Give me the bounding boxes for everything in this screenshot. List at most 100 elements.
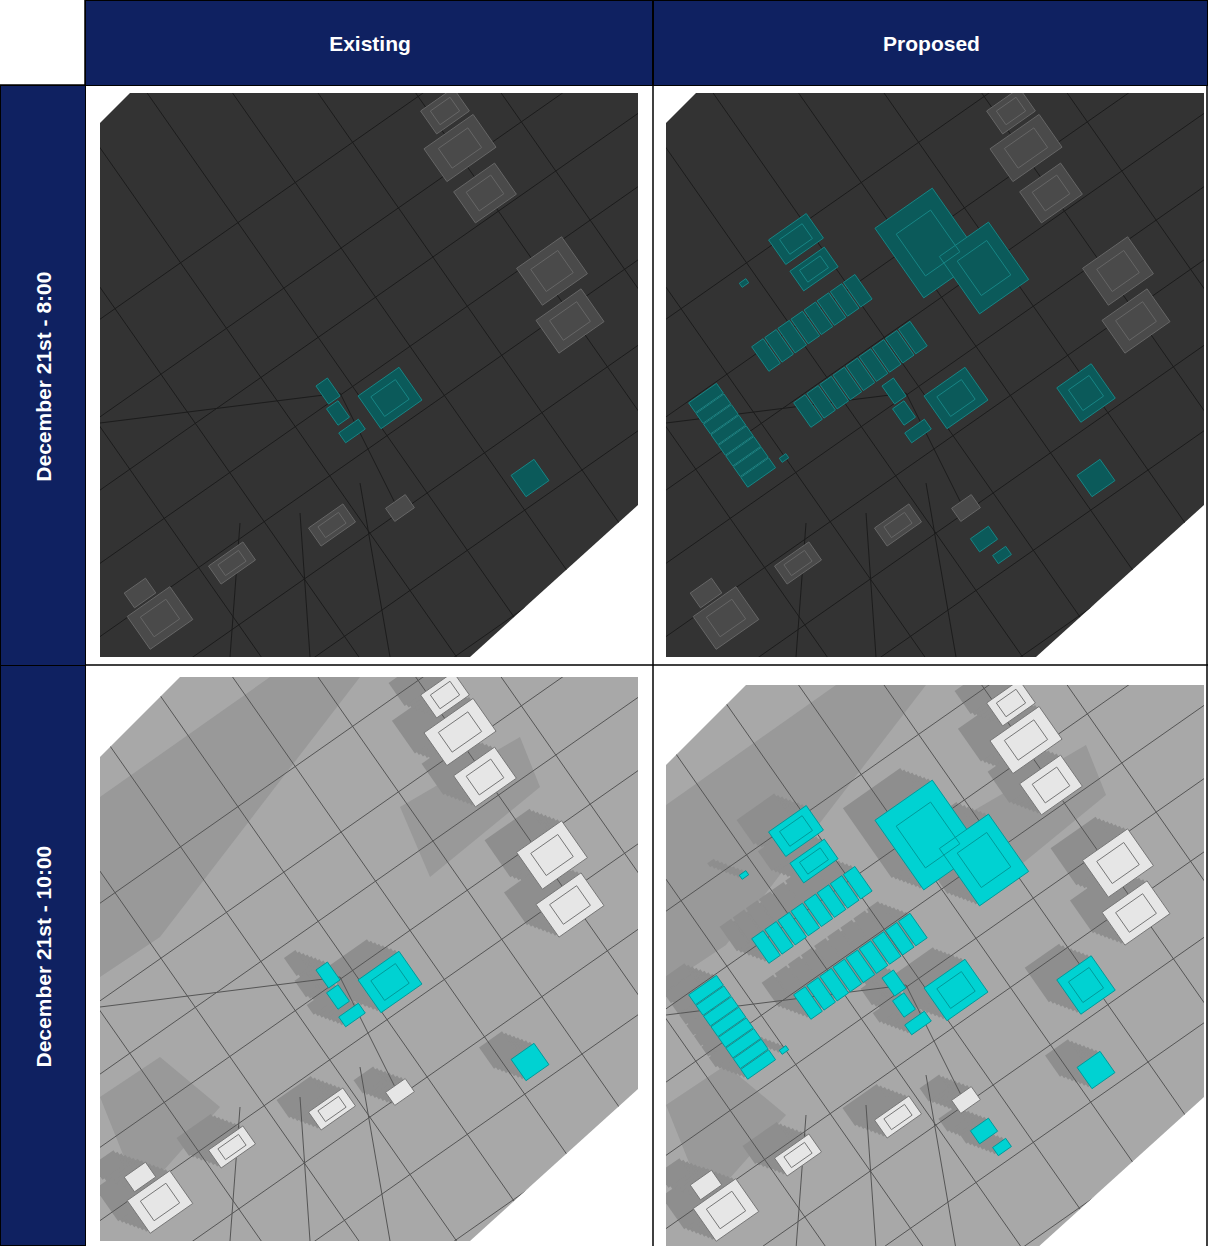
shadow-zone bbox=[100, 677, 360, 977]
site-building bbox=[893, 993, 916, 1017]
existing-building bbox=[987, 680, 1036, 726]
grid-line bbox=[1206, 85, 1208, 1246]
existing-building bbox=[987, 88, 1036, 134]
existing-building-roof bbox=[996, 689, 1025, 717]
existing-building-roof bbox=[1032, 767, 1070, 803]
parcel-line bbox=[558, 787, 1208, 1246]
parcel-line bbox=[375, 525, 1208, 1213]
proposed-building bbox=[993, 546, 1012, 563]
proposed-building bbox=[741, 458, 776, 487]
parcel-line bbox=[100, 977, 400, 1097]
header-text: Existing bbox=[329, 31, 411, 56]
parcel-line bbox=[409, 574, 1208, 1246]
proposed-building bbox=[779, 454, 788, 463]
parcel-line bbox=[796, 523, 806, 657]
proposed-building-roof bbox=[896, 802, 960, 868]
proposed-building-roof bbox=[800, 256, 829, 282]
proposed-building bbox=[939, 814, 1028, 906]
ground bbox=[666, 685, 1204, 1246]
parcel-line bbox=[812, 321, 1208, 1246]
parcel-line bbox=[100, 393, 400, 513]
site-building bbox=[905, 419, 932, 443]
existing-building-roof bbox=[140, 599, 179, 637]
existing-building bbox=[421, 672, 470, 718]
site-building bbox=[358, 367, 422, 428]
parcel-line bbox=[755, 361, 1208, 1246]
proposed-building-roof bbox=[800, 848, 829, 874]
grid-line bbox=[85, 664, 1208, 666]
parcel-line bbox=[926, 483, 956, 657]
existing-building bbox=[208, 542, 255, 584]
parcel-line bbox=[517, 527, 1205, 1246]
existing-building bbox=[774, 542, 821, 584]
site-building-roof bbox=[937, 972, 975, 1009]
existing-building bbox=[454, 747, 517, 807]
parcel-line bbox=[755, 0, 1208, 752]
proposed-building bbox=[1057, 956, 1115, 1014]
proposed-building bbox=[899, 913, 928, 946]
existing-building-roof bbox=[218, 1134, 246, 1159]
existing-building bbox=[952, 1087, 981, 1114]
parcel-line bbox=[230, 1107, 240, 1241]
parcel-line bbox=[0, 519, 639, 1246]
grid-line bbox=[652, 85, 654, 1246]
proposed-building bbox=[970, 526, 997, 552]
parcel-line bbox=[866, 1105, 876, 1246]
parcel-line bbox=[386, 619, 1074, 1246]
existing-building-roof bbox=[140, 1183, 179, 1221]
existing-building bbox=[536, 289, 604, 353]
parcel-line bbox=[8, 479, 696, 1246]
site-building bbox=[511, 1043, 549, 1080]
building-shadow bbox=[284, 950, 308, 976]
parcel-line bbox=[375, 0, 1208, 621]
proposed-building bbox=[1057, 364, 1115, 422]
parcel-line bbox=[666, 985, 966, 1105]
site-building bbox=[316, 378, 340, 404]
existing-building bbox=[124, 578, 156, 608]
proposed-building bbox=[843, 866, 872, 899]
existing-building bbox=[386, 1079, 415, 1106]
site-building bbox=[358, 951, 422, 1012]
proposed-building-roof bbox=[896, 210, 960, 276]
existing-building-roof bbox=[550, 886, 591, 925]
existing-building bbox=[1102, 289, 1170, 353]
parcel-line bbox=[650, 918, 1208, 1246]
site-building bbox=[924, 367, 988, 428]
existing-building-roof bbox=[466, 175, 504, 211]
site-building bbox=[316, 962, 340, 988]
parcel-line bbox=[0, 611, 508, 1246]
existing-building bbox=[874, 504, 921, 546]
header-text: December 21st - 8:00 bbox=[31, 271, 56, 481]
parcel-line bbox=[812, 0, 1208, 712]
proposed-building bbox=[970, 1118, 997, 1144]
parcel-line bbox=[478, 672, 1208, 1246]
building-shadow bbox=[354, 1067, 383, 1094]
existing-building bbox=[208, 1126, 255, 1168]
site-building bbox=[327, 401, 350, 425]
parcel-line bbox=[444, 31, 1208, 719]
parcel-line bbox=[360, 483, 390, 657]
header-cell: Proposed bbox=[653, 0, 1208, 86]
parcel-line bbox=[0, 0, 746, 555]
header-text: December 21st - 10:00 bbox=[31, 846, 56, 1068]
existing-building-roof bbox=[531, 250, 574, 291]
site-map bbox=[329, 321, 1208, 1246]
existing-building-roof bbox=[218, 550, 246, 575]
existing-building-roof bbox=[706, 1191, 745, 1229]
existing-building-roof bbox=[1097, 842, 1140, 883]
parcel-line bbox=[604, 852, 1208, 1246]
existing-building bbox=[952, 495, 981, 522]
existing-building bbox=[454, 163, 517, 223]
parcel-line bbox=[518, 729, 1208, 1246]
proposed-building-roof bbox=[957, 240, 1011, 295]
parcel-line bbox=[409, 0, 1208, 670]
parcel-line bbox=[230, 523, 240, 657]
existing-building-roof bbox=[1097, 250, 1140, 291]
parcel-line bbox=[452, 573, 1140, 1246]
existing-building bbox=[690, 1170, 722, 1200]
existing-building-roof bbox=[884, 512, 912, 537]
proposed-building-roof bbox=[1068, 375, 1103, 410]
existing-building bbox=[421, 88, 470, 134]
existing-building-roof bbox=[1032, 175, 1070, 211]
